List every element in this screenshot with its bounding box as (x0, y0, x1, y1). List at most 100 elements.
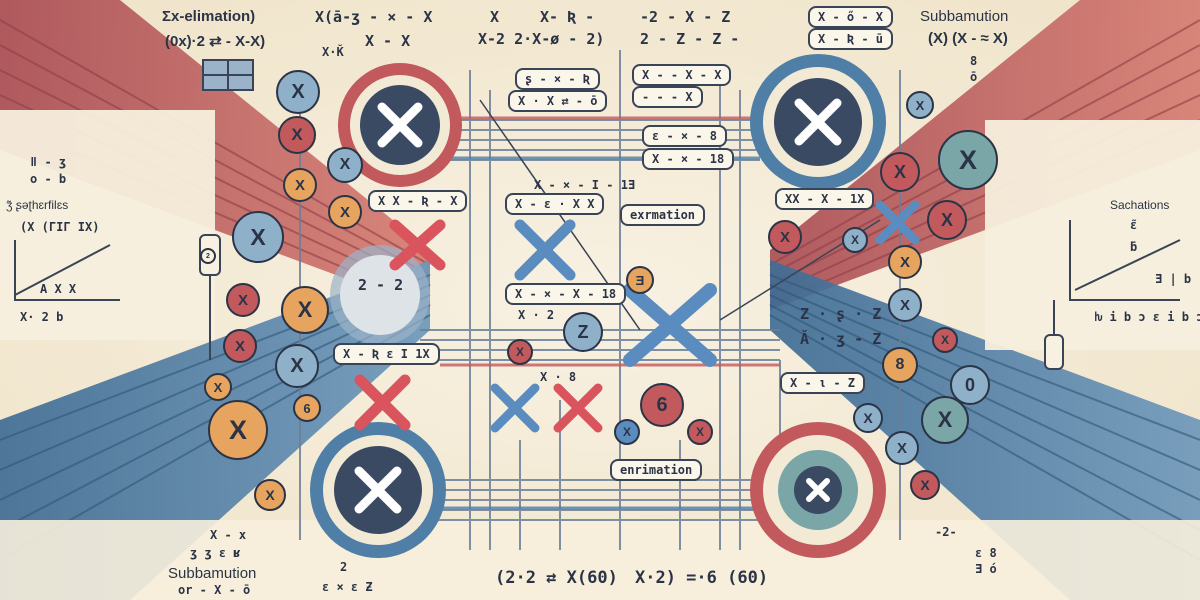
round-badge-label: X (899, 296, 910, 314)
bottom-center-a: (2·2 ⇄ X(60) (495, 568, 618, 588)
pill-4: - - - X (632, 86, 703, 108)
round-badge: 6 (293, 394, 321, 422)
pill-15: enrimation (610, 459, 703, 481)
round-badge-label: X (228, 414, 247, 445)
slider-right (1044, 300, 1064, 370)
round-badge-label: X (896, 439, 907, 457)
round-badge: X (888, 245, 922, 279)
round-badge-label: X (940, 209, 953, 230)
round-badge: X (327, 147, 363, 183)
big-blue-x-center (623, 283, 717, 367)
round-badge: X (853, 403, 883, 433)
pill-8: X - ɛ · X X (505, 193, 605, 215)
round-badge-label: X (339, 203, 350, 221)
round-badge-label: X (265, 487, 275, 503)
top-left-formula: (0x)·2 ⇄ - X-X) (165, 33, 266, 50)
left-frac-den: o - b (30, 172, 67, 186)
pill-10: XX - X - 1X (775, 188, 875, 210)
bottom-right-a: ε 8 (975, 546, 997, 560)
window-icon (202, 59, 254, 91)
left-graph-label: A X X (40, 282, 77, 296)
round-badge: X (283, 168, 317, 202)
right-side-panel (985, 120, 1200, 350)
round-badge-label: X (893, 161, 906, 182)
red-x-small (553, 383, 603, 433)
round-badge: X (880, 152, 920, 192)
round-badge-label: X (339, 156, 351, 173)
top-right-box-a: X - ő - X (808, 6, 894, 28)
round-badge-label: X (237, 291, 248, 309)
round-badge: X (226, 283, 260, 317)
center-badge-2: 2 - 2 (358, 276, 404, 294)
pill-6: X - × - 18 (642, 148, 735, 170)
round-badge-label: X (290, 354, 304, 377)
ring-badge-bottom-left (310, 422, 446, 558)
ring-badge-top-right (750, 54, 886, 190)
round-badge: X (885, 431, 919, 465)
round-badge: X (328, 195, 362, 229)
round-badge: X (687, 419, 713, 445)
pill-9: X - × - X - 18 (505, 283, 627, 305)
ring-badge-top-left (338, 63, 462, 187)
bottom-left-title: Subbamution (168, 565, 257, 582)
big-blue-x-1 (514, 219, 576, 281)
round-badge: X (232, 211, 284, 263)
top-right-frac-den: ō (970, 70, 978, 84)
round-badge-label: X (958, 144, 977, 175)
top-right-title: Subbamution (920, 8, 1009, 25)
round-badge-label: X (899, 253, 910, 271)
right-graph (1069, 220, 1181, 301)
top-right-frac-num: 8 (970, 54, 978, 68)
round-badge: X (254, 479, 286, 511)
left-frac-num: ǁ - ʒ (30, 155, 67, 169)
round-badge-label: X (234, 337, 245, 355)
round-badge: X (208, 400, 268, 460)
bottom-left-den: ʒ ʒ ɛ ʁ (190, 546, 241, 560)
left-side-formula: (X (ΓΙΓ ΙX) (20, 220, 100, 234)
right-side-val: ƃ (1130, 240, 1138, 254)
top-center-a-den: X-2 2·X-ø - 2) (478, 30, 605, 48)
round-badge: 8 (882, 347, 918, 383)
round-badge: Ǝ (626, 266, 654, 294)
round-badge-label: X (291, 125, 303, 144)
round-badge-label: 6 (656, 393, 668, 416)
round-badge: X (910, 470, 940, 500)
round-badge-label: X (250, 223, 266, 250)
round-badge-label: X (622, 425, 631, 439)
round-badge: X (275, 344, 319, 388)
round-badge: X (768, 220, 802, 254)
round-badge-label: X (915, 97, 925, 113)
round-badge: X (927, 200, 967, 240)
frac-mid-den: Ǎ · ʒ - Z (800, 330, 882, 348)
top-center-a-mid: X- Ʀ - (540, 8, 595, 26)
round-badge: X (204, 373, 232, 401)
top-right-formula: (X) (X - ≈ X) (928, 30, 1008, 47)
round-badge-label: X (940, 333, 949, 347)
round-badge: X (932, 327, 958, 353)
pill-3: X - - X - X (632, 64, 732, 86)
round-badge: Z (563, 312, 603, 352)
big-red-x-2 (354, 374, 411, 431)
pill-1: ʂ - × - Ʀ (515, 68, 601, 90)
round-badge-label: X (850, 233, 859, 247)
round-badge-label: 8 (895, 356, 905, 373)
left-side-panel (0, 110, 215, 340)
top-center-a-num: X (490, 8, 500, 26)
round-badge: X (938, 130, 998, 190)
round-badge: 2 (200, 248, 216, 264)
round-badge-label: X (937, 407, 953, 432)
round-badge-label: 0 (964, 374, 975, 395)
left-graph (14, 240, 120, 301)
bottom-left-frac-num: 2 (340, 560, 348, 574)
xs-small: X · 8 (540, 370, 577, 384)
round-badge: X (507, 339, 533, 365)
round-badge: X (614, 419, 640, 445)
blue-x-right (875, 200, 920, 245)
top-left-frac-side: X·Ǩ (322, 45, 344, 59)
round-badge-label: X (779, 228, 790, 246)
top-left-frac-num: X(ā-ʒ - × - X (315, 8, 433, 26)
ring-badge-bottom-right (750, 422, 886, 558)
round-badge: 6 (640, 383, 684, 427)
pill-14: X - ι - Z (780, 372, 866, 394)
bottom-center-b: X·2) =·6 (60) (635, 568, 769, 588)
